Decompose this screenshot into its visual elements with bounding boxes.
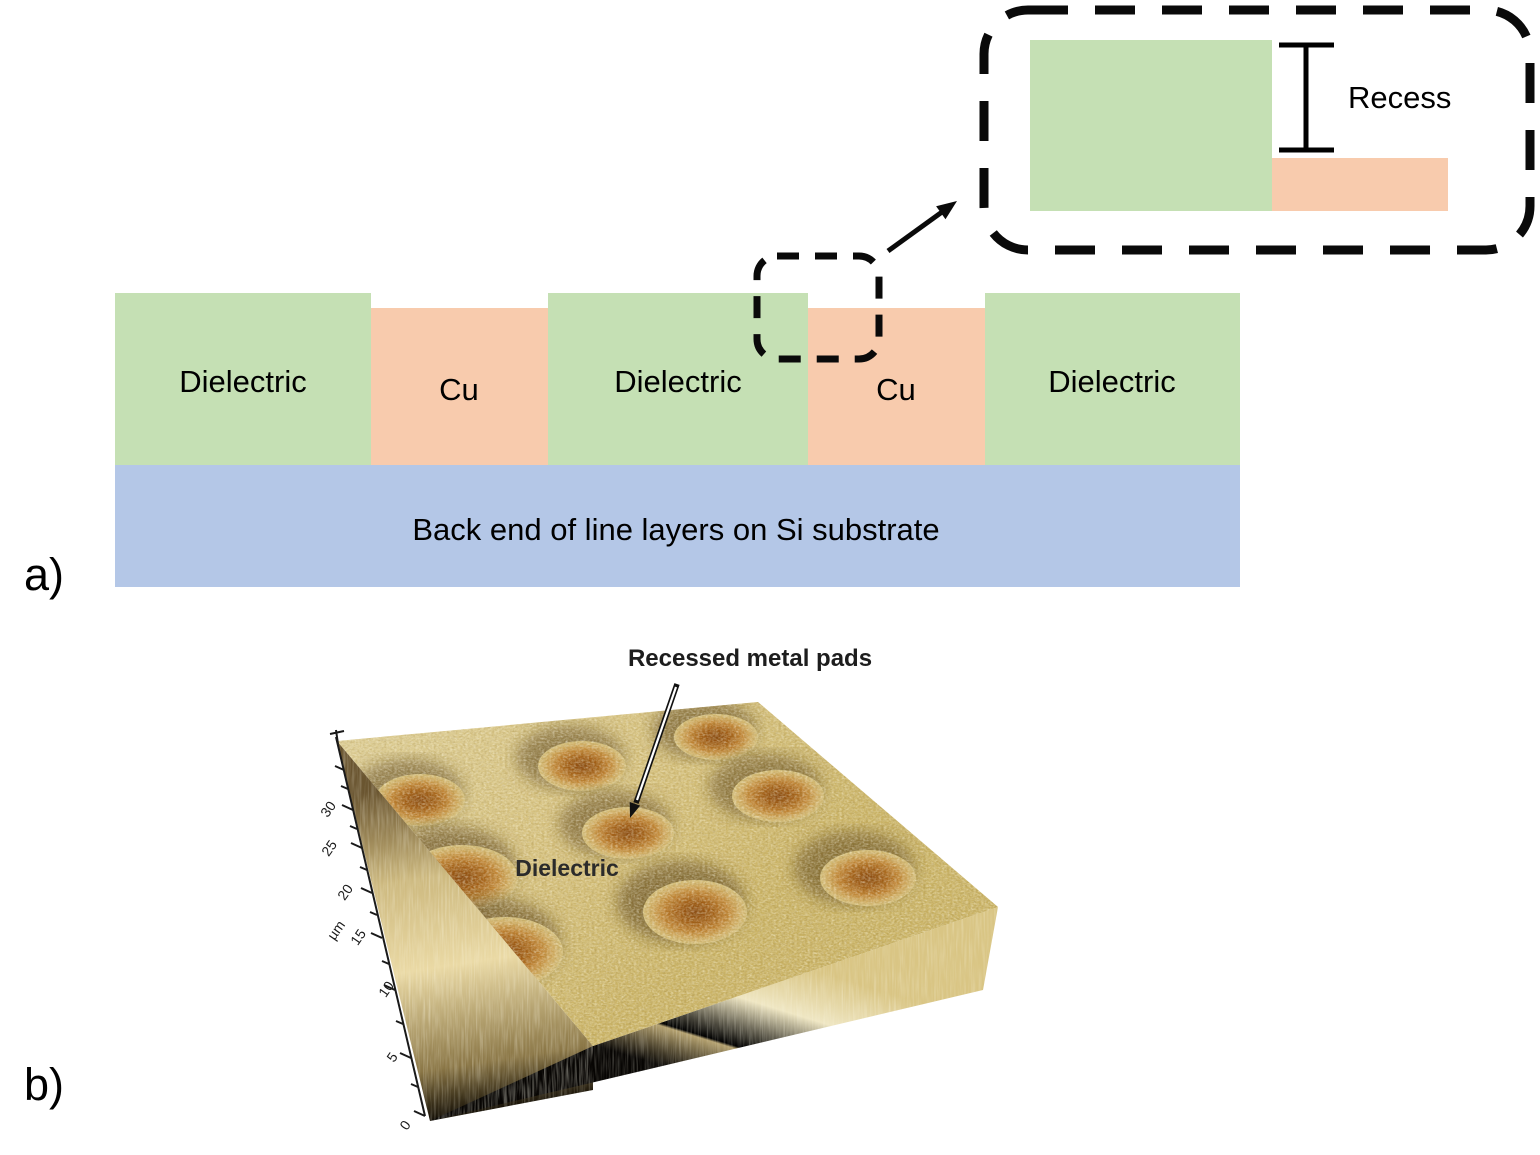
recessed-pads-label: Recessed metal pads: [628, 645, 872, 672]
scale-axis: [329, 729, 426, 1117]
recess-inset: Recess: [979, 5, 1535, 255]
afm-3d-surface: [337, 702, 998, 1121]
copper-block-2: [808, 308, 985, 465]
pointer-arrow: [629, 683, 680, 818]
zoom-arrow: [886, 201, 957, 254]
axis-tick-label: 0: [396, 1117, 414, 1133]
axis-tick-label: 5: [383, 1049, 401, 1065]
dielectric-label-2: Dielectric: [614, 364, 741, 399]
dielectric-surface-label: Dielectric: [515, 855, 619, 881]
panel-a-label: a): [24, 549, 64, 600]
zoom-region-box: [753, 252, 883, 363]
copper-label-2: Cu: [876, 372, 916, 407]
dielectric-label-1: Dielectric: [179, 364, 306, 399]
copper-block-1: [371, 308, 548, 465]
panel-b: 0 5 10 15 µm 20 25 30 Recessed metal pad…: [24, 645, 998, 1133]
recess-measure: [1279, 42, 1334, 153]
axis-tick-label: 25: [318, 837, 340, 859]
panel-b-label: b): [24, 1059, 64, 1110]
substrate-block: [115, 465, 1240, 587]
axis-tick-label: 15: [347, 926, 369, 948]
dielectric-block-3: [985, 293, 1240, 465]
dielectric-block-1: [115, 293, 371, 465]
inset-copper-block: [1272, 158, 1448, 211]
inset-dielectric-block: [1030, 40, 1272, 211]
axis-unit-label: µm: [324, 917, 348, 942]
inset-border: [979, 5, 1535, 255]
recess-label: Recess: [1348, 80, 1451, 115]
axis-tick-label: 30: [317, 798, 339, 820]
dielectric-block-2: [548, 293, 808, 465]
axis-tick-label: 20: [334, 881, 356, 903]
panel-a: Dielectric Cu Dielectric Cu Dielectric B…: [24, 5, 1535, 600]
copper-label-1: Cu: [439, 372, 479, 407]
dielectric-label-3: Dielectric: [1048, 364, 1175, 399]
substrate-label: Back end of line layers on Si substrate: [412, 512, 939, 547]
